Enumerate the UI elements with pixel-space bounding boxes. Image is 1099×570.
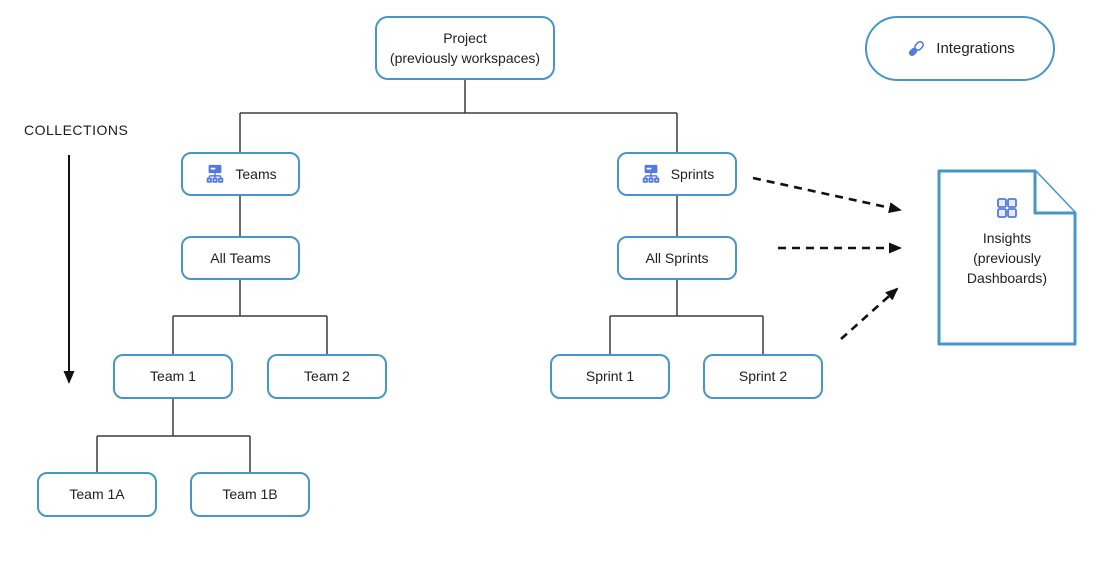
- sitemap-icon: [207, 164, 224, 183]
- dashed-arrow-sprint2-to-insights: [840, 287, 899, 340]
- node-team-1a-label: Team 1A: [69, 486, 125, 503]
- node-all-teams: All Teams: [181, 236, 300, 280]
- node-integrations: Integrations: [865, 16, 1055, 81]
- node-all-sprints-label: All Sprints: [645, 249, 709, 266]
- sitemap-icon: [642, 164, 659, 183]
- node-team-1-label: Team 1: [150, 368, 196, 385]
- tree-connectors: [96, 80, 764, 472]
- node-sprint-1: Sprint 1: [550, 354, 670, 399]
- dashed-arrow-sprints-to-insights: [752, 176, 902, 214]
- node-all-teams-label: All Teams: [210, 249, 271, 266]
- insights-document-fold: [1033, 171, 1075, 215]
- node-teams: Teams: [181, 152, 300, 196]
- node-all-sprints: All Sprints: [617, 236, 737, 280]
- node-team-1a: Team 1A: [37, 472, 157, 517]
- node-project: Project (previously workspaces): [375, 16, 555, 80]
- node-sprint-2: Sprint 2: [703, 354, 823, 399]
- node-team-2: Team 2: [267, 354, 387, 399]
- collections-label: COLLECTIONS: [24, 122, 129, 138]
- link-icon: [909, 40, 925, 56]
- node-integrations-label: Integrations: [936, 39, 1015, 57]
- node-project-label: Project (previously workspaces): [389, 29, 541, 66]
- node-insights: Insights (previously Dashboards): [939, 171, 1075, 344]
- node-team-1b: Team 1B: [190, 472, 310, 517]
- node-teams-label: Teams: [235, 165, 277, 182]
- grid-icon: [997, 198, 1017, 218]
- node-team-2-label: Team 2: [304, 368, 350, 385]
- node-insights-label: Insights (previously Dashboards): [966, 230, 1048, 286]
- node-team-1: Team 1: [113, 354, 233, 399]
- node-team-1b-label: Team 1B: [222, 486, 278, 503]
- node-sprints: Sprints: [617, 152, 737, 196]
- node-sprint-1-label: Sprint 1: [585, 368, 635, 385]
- node-sprint-2-label: Sprint 2: [738, 368, 788, 385]
- node-sprints-label: Sprints: [670, 165, 715, 182]
